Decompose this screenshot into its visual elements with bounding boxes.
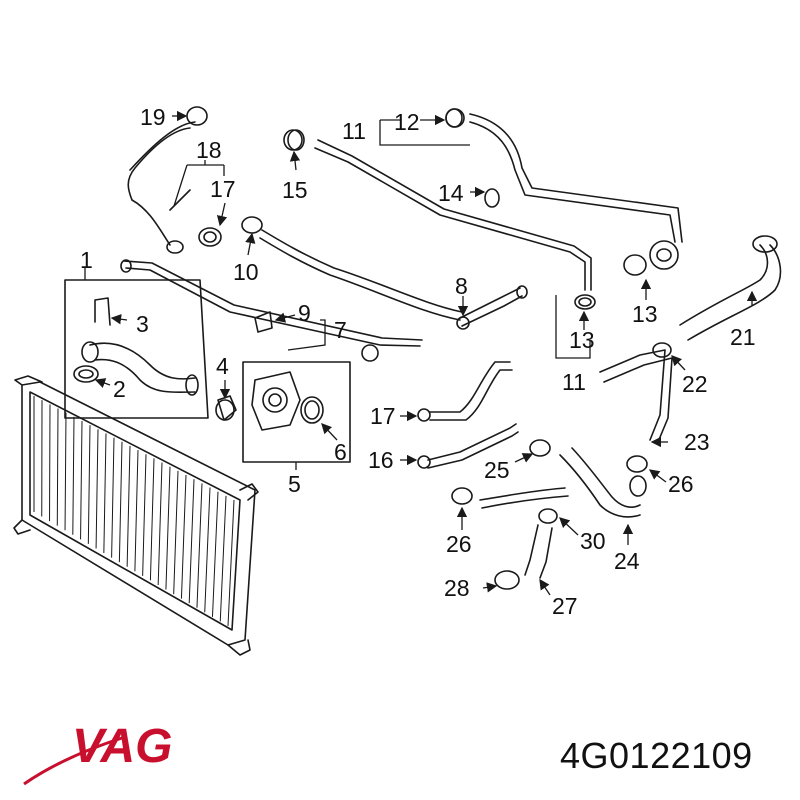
callout-26-right: 26 [668,471,694,497]
vag-logo: VAG [23,720,172,786]
radiator-fin [80,420,83,540]
radiator [13,375,259,656]
group-box-1 [64,279,209,419]
callout-9: 9 [298,300,311,326]
radiator-fin [204,487,211,613]
callout-29: 28 [444,575,470,601]
callout-22: 21 [730,324,756,350]
radiator-fin [134,450,139,572]
callout-27: 26 [446,531,472,557]
callout-15: 14 [438,180,464,206]
callout-4: 4 [216,353,229,379]
callout-24: 23 [684,429,710,455]
radiator-fin [72,416,75,535]
callout-5: 5 [288,471,301,497]
callout-13-top: 12 [394,109,420,135]
leader-arrows [94,110,758,596]
callout-18: 17 [370,403,396,429]
callout-labels: 19 18 17 11 12 15 14 10 1 8 9 7 3 4 2 6 … [80,104,756,619]
callout-2: 2 [113,376,126,402]
hoses-and-pipes [120,108,782,579]
part-number: 4G0122109 [560,735,753,776]
clamps-and-gaskets [186,106,679,590]
radiator-fin [87,425,91,544]
callout-10: 10 [233,259,259,285]
group-box-5 [217,361,351,463]
callout-20: 17 [210,176,236,202]
radiator-fin [157,462,163,585]
radiator-fin [149,458,155,581]
radiator-fin [95,429,99,549]
radiator-fin [64,412,67,531]
bracket-lines [84,119,591,470]
radiator-fin [180,475,187,599]
callout-30: 30 [580,528,606,554]
callout-23: 22 [682,371,708,397]
radiator-fin [126,445,131,567]
radiator-fin [219,495,227,622]
radiator-fin [227,499,235,627]
radiator-fin [56,408,59,526]
callout-17: 16 [368,447,394,473]
radiator-fin [165,466,171,590]
callout-7: 7 [334,317,347,343]
radiator-fin [142,454,147,576]
radiator-fin [103,433,107,554]
radiator-fin [173,470,179,595]
callout-11: 11 [562,369,586,395]
radiator-fin [188,479,195,604]
callout-21: 19 [140,104,166,130]
callout-1: 1 [80,247,93,273]
callout-26-left: 25 [484,457,510,483]
radiator-fin [111,437,115,558]
callout-6: 6 [334,439,347,465]
radiator-fin [196,483,203,608]
callout-12: 11 [342,118,366,144]
vag-logo-text: VAG [72,720,172,773]
callout-28: 27 [552,593,578,619]
callout-19: 18 [196,137,222,163]
radiator-fin [211,491,219,617]
callout-25: 24 [614,548,640,574]
radiator-fin [118,441,123,563]
callout-13-right: 13 [569,327,595,353]
callout-14: 13 [632,301,658,327]
callout-16: 15 [282,177,308,203]
callout-8: 8 [455,273,468,299]
callout-3: 3 [136,311,149,337]
